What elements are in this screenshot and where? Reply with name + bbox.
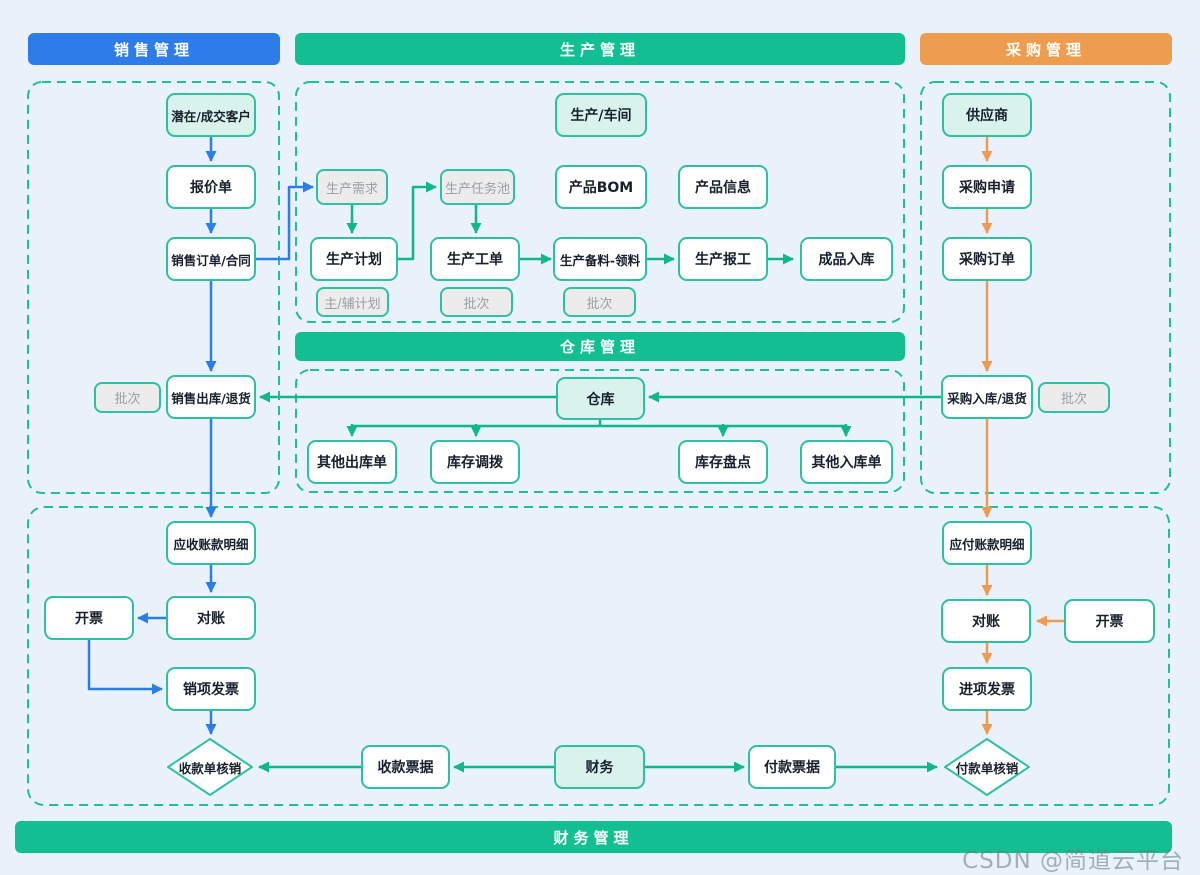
- node-payment-verify-label: 付款单核销: [955, 760, 1019, 776]
- node-purchase-inbound: 采购入库/退货: [941, 375, 1033, 419]
- node-invoice-ar: 开票: [44, 596, 134, 640]
- connectors-orange: [981, 137, 1064, 735]
- production-header-bar: 生产管理: [295, 33, 905, 65]
- node-batch-wo: 批次: [440, 287, 513, 317]
- production-region-frame: [295, 81, 905, 323]
- warehouse-header-bar: 仓库管理: [295, 332, 905, 361]
- node-sales-order: 销售订单/合同: [166, 237, 256, 281]
- node-customer: 潜在/成交客户: [166, 93, 256, 137]
- node-receivable: 应收账款明细: [166, 521, 256, 565]
- node-product-bom: 产品BOM: [555, 165, 647, 209]
- node-quotation: 报价单: [166, 165, 256, 209]
- node-product-info: 产品信息: [678, 165, 768, 209]
- node-finance: 财务: [554, 745, 645, 789]
- node-input-invoice: 进项发票: [942, 667, 1032, 711]
- node-batch-material: 批次: [563, 287, 636, 317]
- node-batch-purchase: 批次: [1038, 382, 1110, 413]
- node-reconcile-ar: 对账: [166, 596, 256, 640]
- node-stock-transfer: 库存调拨: [430, 440, 520, 484]
- node-prod-demand: 生产需求: [316, 169, 388, 205]
- node-main-aux-plan: 主/辅计划: [316, 287, 389, 317]
- node-receipt-verify-label: 收款单核销: [178, 760, 242, 776]
- purchase-header-bar: 采购管理: [920, 33, 1172, 65]
- diamond-shape: [944, 738, 1030, 796]
- node-purchase-request: 采购申请: [942, 165, 1032, 209]
- node-payable: 应付账款明细: [942, 521, 1032, 565]
- watermark: CSDN @简道云平台: [962, 848, 1184, 874]
- node-other-inbound: 其他入库单: [800, 440, 893, 484]
- node-workshop: 生产/车间: [555, 93, 647, 137]
- connectors-green: [258, 181, 941, 773]
- node-stock-check: 库存盘点: [678, 440, 768, 484]
- node-invoice-ap: 开票: [1064, 599, 1155, 643]
- node-material: 生产备料-领料: [553, 237, 647, 281]
- node-task-pool: 生产任务池: [440, 169, 515, 205]
- node-batch-sales: 批次: [94, 382, 161, 413]
- node-receipt-note: 收款票据: [361, 745, 450, 789]
- node-purchase-order: 采购订单: [942, 237, 1032, 281]
- node-reconcile-ap: 对账: [941, 599, 1031, 643]
- connectors-blue: [87, 137, 314, 735]
- region-frames: [27, 81, 1171, 806]
- warehouse-region-frame: [295, 369, 905, 493]
- diamond-shape: [167, 738, 253, 796]
- node-finished-inbound: 成品入库: [800, 237, 893, 281]
- sales-header-bar: 销售管理: [28, 33, 280, 65]
- node-other-outbound: 其他出库单: [307, 440, 397, 484]
- sales-region-frame: [27, 81, 280, 494]
- finance-region-frame: [27, 506, 1170, 806]
- finance-header-bar: 财务管理: [15, 821, 1172, 853]
- node-work-order: 生产工单: [430, 237, 520, 281]
- node-payment-verify: 付款单核销: [944, 738, 1030, 796]
- node-sales-invoice: 销项发票: [166, 667, 256, 711]
- node-prod-plan: 生产计划: [310, 237, 398, 281]
- node-supplier: 供应商: [942, 93, 1032, 137]
- node-sales-outbound: 销售出库/退货: [166, 375, 256, 419]
- node-warehouse: 仓库: [556, 377, 645, 420]
- node-report-work: 生产报工: [678, 237, 768, 281]
- node-receipt-verify: 收款单核销: [167, 738, 253, 796]
- purchase-region-frame: [920, 81, 1171, 494]
- node-payment-note: 付款票据: [748, 745, 836, 789]
